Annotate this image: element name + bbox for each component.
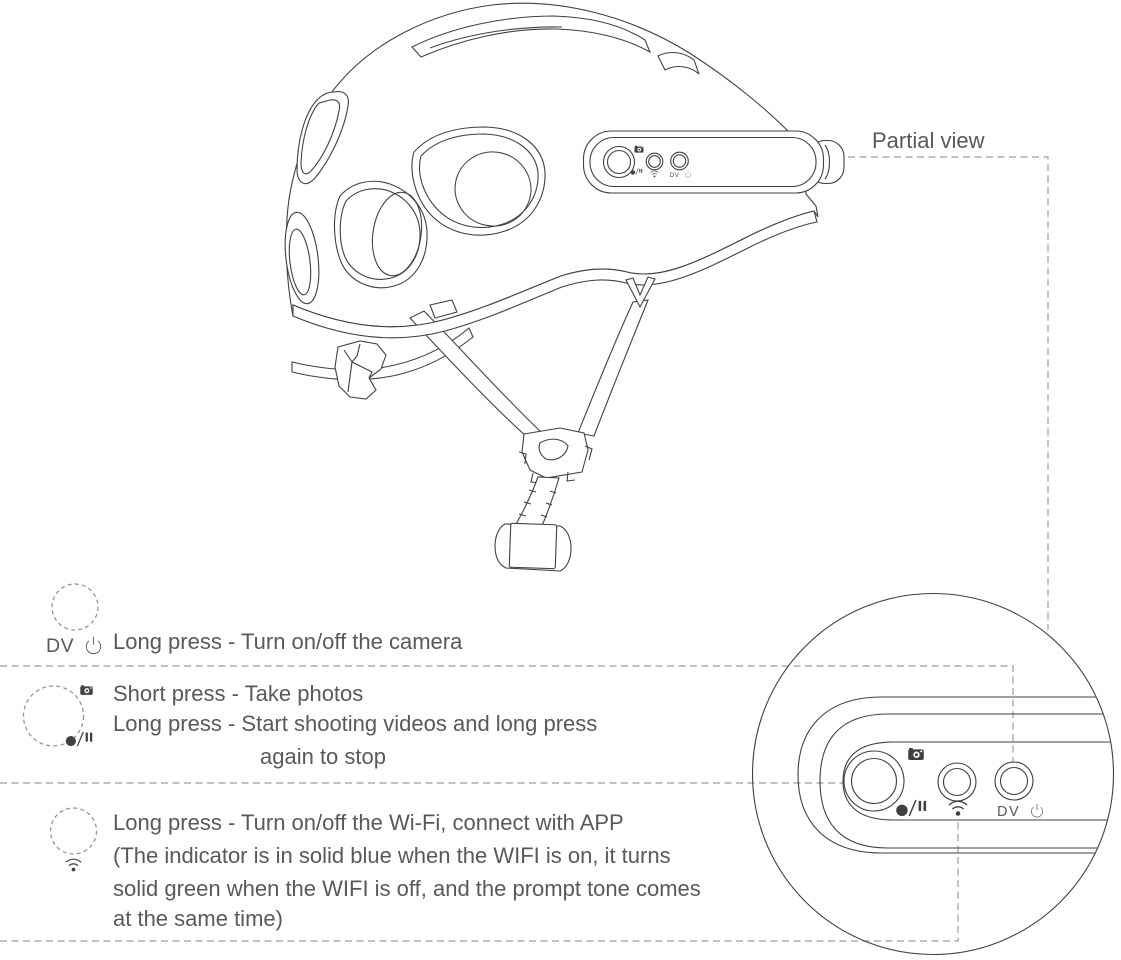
strap-buckle	[518, 427, 593, 484]
record-pause-icon-section	[65, 731, 93, 747]
wifi-icon-detail	[948, 800, 968, 817]
lower-strap	[514, 476, 560, 529]
camera-icon-detail	[908, 747, 924, 760]
wifi-section-line: Long press - Turn on/off the Wi-Fi, conn…	[113, 810, 624, 835]
strap-end-piece	[494, 522, 572, 572]
rear-vent-triangle	[333, 180, 428, 289]
camera-bar-body	[582, 130, 825, 194]
top-vent-inner-line	[429, 26, 563, 49]
helmet-illustration: DV	[284, 2, 845, 572]
dv-label-detail: DV	[997, 804, 1020, 820]
top-vent-slot-small	[657, 51, 700, 75]
camera-bar-inner-line	[589, 136, 817, 188]
power-icon-section	[85, 636, 102, 655]
helmet-rim-band	[292, 210, 818, 339]
front-strap	[577, 299, 649, 437]
dv-label-section: DV	[46, 635, 74, 657]
camera-bar: DV	[582, 130, 845, 194]
middle-vent-inner	[419, 133, 539, 229]
chin-straps	[291, 299, 649, 438]
wifi-icon-section	[65, 858, 82, 872]
leader-partial-view	[848, 156, 1049, 630]
wifi-section-line: solid green when the WIFI is off, and th…	[113, 876, 701, 901]
rear-vent-triangle-hole	[371, 191, 423, 277]
detail-circle-outline	[751, 592, 1115, 956]
power-icon-detail	[1031, 803, 1043, 818]
record-pause-icon-detail	[895, 799, 927, 817]
wifi-button-small-inner	[648, 155, 661, 168]
wifi-section-line: at the same time)	[113, 906, 283, 931]
dv-label-bar: DV	[670, 172, 680, 179]
strap-adjuster-clip	[334, 340, 387, 400]
rear-vent-banana-inner	[300, 99, 341, 175]
camera-icon-section	[80, 685, 93, 695]
record-button-small-inner	[606, 149, 632, 175]
power-button-detail-inner	[999, 766, 1029, 796]
wifi-section-line: (The indicator is in solid blue when the…	[113, 843, 671, 868]
detail-device-bands	[797, 696, 1113, 854]
record-button-callout-circle	[22, 685, 85, 747]
power-button-callout-circle	[51, 583, 99, 631]
leader-power-section	[0, 665, 1014, 772]
partial-view-title: Partial view	[872, 128, 985, 153]
record-button-small[interactable]	[602, 145, 636, 179]
leader-wifi-section	[0, 822, 959, 942]
camera-icon	[634, 145, 644, 153]
wifi-button-detail-inner	[942, 767, 972, 797]
record-button-detail-inner	[850, 757, 898, 805]
record-section-line: Short press - Take photos	[113, 681, 364, 706]
front-strap-loop	[625, 276, 656, 309]
rear-strap-clip	[429, 299, 458, 319]
middle-vent-hole	[454, 151, 532, 227]
annotation-icons: DV	[22, 583, 102, 872]
lens-divider	[824, 144, 831, 180]
rear-vent-oval-inner	[288, 228, 312, 296]
power-button-small-inner	[672, 154, 687, 168]
leader-lines	[0, 156, 1049, 942]
record-section-line: Long press - Start shooting videos and l…	[113, 711, 598, 736]
middle-vent	[411, 126, 546, 236]
power-section-line: Long press - Turn on/off the camera	[113, 629, 463, 654]
partial-view-detail: DV	[751, 592, 1115, 956]
record-button-detail[interactable]	[843, 750, 905, 812]
record-section-line: again to stop	[260, 744, 386, 769]
rear-vent-banana	[296, 91, 349, 185]
wifi-button-callout-circle	[49, 807, 98, 855]
top-vent-slot	[411, 15, 652, 58]
